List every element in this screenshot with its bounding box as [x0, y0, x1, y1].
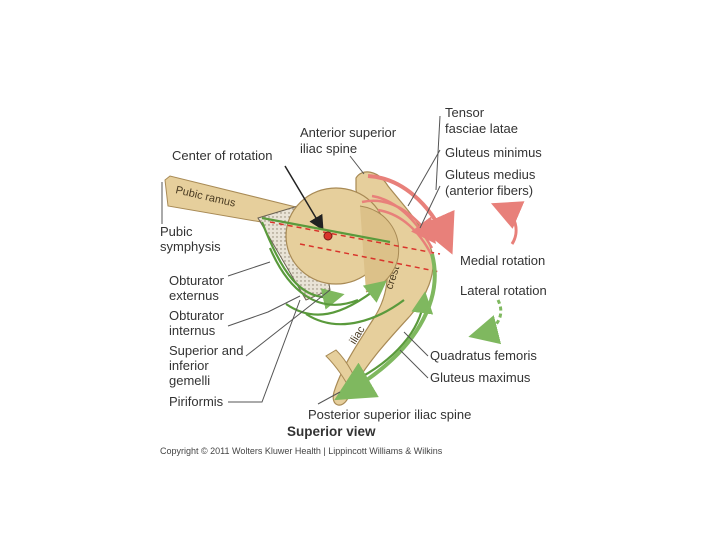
label-asis-line1: Anterior superior — [300, 125, 396, 140]
label-psis: Posterior superior iliac spine — [308, 407, 471, 422]
label-gluteus-medius-line2: (anterior fibers) — [445, 183, 533, 198]
copyright-notice: Copyright © 2011 Wolters Kluwer Health |… — [160, 446, 442, 456]
label-superior-view: Superior view — [287, 424, 376, 439]
label-piriformis: Piriformis — [169, 394, 223, 409]
label-fasciae-latae: fasciae latae — [445, 121, 518, 136]
label-obturator-internus-line2: internus — [169, 323, 215, 338]
label-pubic-symphysis-line1: Pubic — [160, 224, 193, 239]
label-gemelli-line1: Superior and — [169, 343, 243, 358]
label-gluteus-maximus: Gluteus maximus — [430, 370, 530, 385]
label-medial-rotation: Medial rotation — [460, 253, 545, 268]
label-asis-line2: iliac spine — [300, 141, 357, 156]
label-center-of-rotation: Center of rotation — [172, 148, 272, 163]
label-obturator-internus-line1: Obturator — [169, 308, 224, 323]
label-tensor: Tensor — [445, 105, 484, 120]
label-gluteus-minimus: Gluteus minimus — [445, 145, 542, 160]
label-lateral-rotation: Lateral rotation — [460, 283, 547, 298]
medial-rotation-arrow — [502, 208, 516, 244]
label-gemelli-line3: gemelli — [169, 373, 210, 388]
label-gemelli-line2: inferior — [169, 358, 209, 373]
label-obturator-externus-line2: externus — [169, 288, 219, 303]
label-obturator-externus-line1: Obturator — [169, 273, 224, 288]
center-of-rotation-point — [324, 232, 332, 240]
lateral-rotation-arrow — [480, 300, 501, 334]
label-gluteus-medius-line1: Gluteus medius — [445, 167, 535, 182]
label-pubic-symphysis-line2: symphysis — [160, 239, 221, 254]
label-quadratus-femoris: Quadratus femoris — [430, 348, 537, 363]
